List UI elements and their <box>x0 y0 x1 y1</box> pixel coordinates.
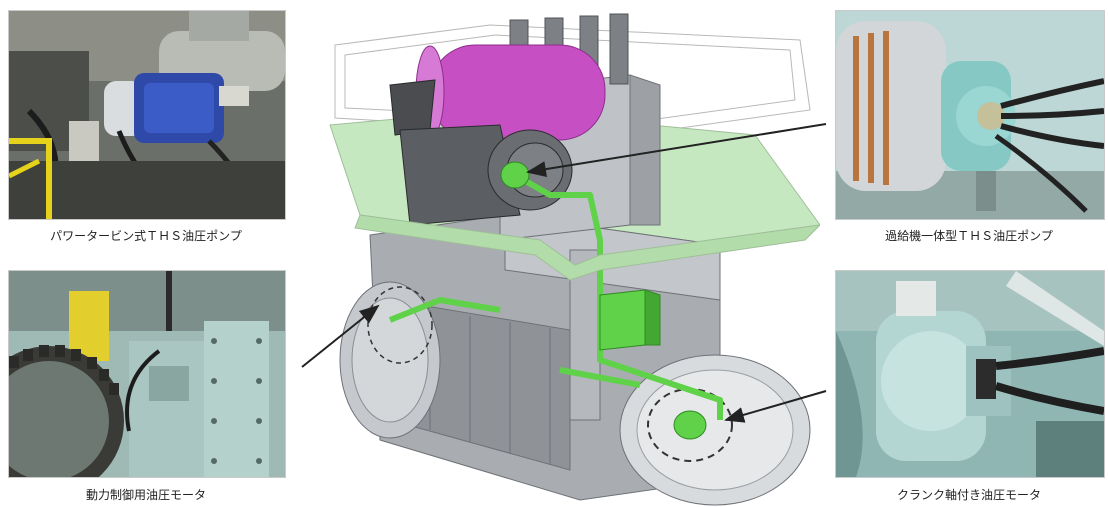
turbo-pump-unit <box>500 161 530 189</box>
lower-deck-plate <box>354 214 820 281</box>
caption-power-turbine-pump: パワータービン式ＴＨＳ油圧ポンプ <box>50 229 242 243</box>
engine-diagram <box>329 13 820 506</box>
upper-deck-wireframe <box>334 24 811 136</box>
caption-crankshaft-motor: クランク軸付き油圧モータ <box>896 488 1041 502</box>
photo-turbocharger-pump <box>835 10 1105 220</box>
photo-power-control-motor <box>8 270 286 478</box>
hydraulic-tank <box>599 289 661 351</box>
engine-block <box>339 214 811 506</box>
crank-motor-unit <box>673 410 707 440</box>
photo-power-turbine-pump <box>8 10 286 220</box>
caption-power-control-motor: 動力制御用油圧モータ <box>85 488 206 502</box>
silencer-cylinder <box>415 44 606 141</box>
photo-crankshaft-motor <box>835 270 1105 478</box>
caption-turbocharger-pump: 過給機一体型ＴＨＳ油圧ポンプ <box>885 229 1053 243</box>
